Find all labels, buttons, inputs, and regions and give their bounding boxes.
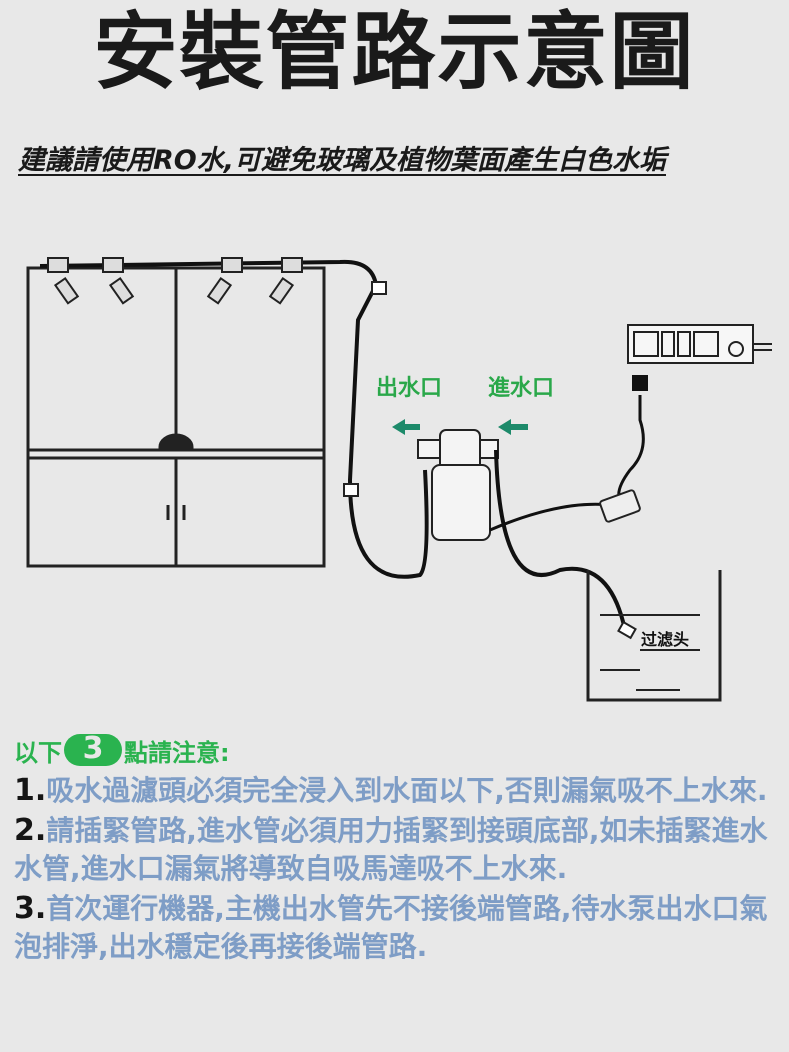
heading-number: 3 [82,731,104,766]
outlet-label: 出水口 [376,376,443,401]
water-bucket [586,570,722,702]
power-strip [627,324,772,364]
mist-pipe [39,259,429,579]
pump [417,429,499,541]
inlet-label: 進水口 [488,376,555,401]
note-text: 首次運行機器,主機出水管先不接後端管路,待水泵出水口氣泡排淨,出水穩定後再接後端… [14,892,768,963]
filter-label: 过滤头 [641,630,690,649]
note-number: 2. [14,813,47,848]
note-item-1: 1.吸水過濾頭必須完全浸入到水面以下,否則漏氣吸不上水來. [14,772,784,810]
nozzles [47,257,303,305]
power-adapter [599,489,641,523]
subtitle: 建議請使用RO水,可避免玻璃及植物葉面產生白色水垢 [18,145,666,176]
filter-head [617,620,637,640]
note-number: 3. [14,891,47,926]
note-text: 吸水過濾頭必須完全浸入到水面以下,否則漏氣吸不上水來. [46,774,768,807]
installation-diagram [26,257,772,702]
note-item-3: 3.首次運行機器,主機出水管先不接後端管路,待水泵出水口氣泡排淨,出水穩定後再接… [14,890,784,966]
power-cord [489,395,645,532]
heading-prefix: 以下 [14,738,62,767]
heading-number-badge: 3 [64,731,122,766]
note-text: 請插緊管路,進水管必須用力插緊到接頭底部,如未插緊進水水管,進水口漏氣將導致自吸… [14,814,768,885]
note-item-2: 2.請插緊管路,進水管必須用力插緊到接頭底部,如未插緊進水水管,進水口漏氣將導致… [14,812,784,888]
plug-icon [632,375,648,391]
page-title: 安裝管路示意圖 [93,3,696,101]
notes-section: 以下 3 點請注意: 1.吸水過濾頭必須完全浸入到水面以下,否則漏氣吸不上水來.… [14,730,784,966]
notes-heading: 以下 3 點請注意: [14,730,784,770]
inlet-hose [494,449,627,631]
note-number: 1. [14,773,47,808]
flow-arrows [392,419,528,435]
aquarium-cabinet [26,266,326,568]
heading-suffix: 點請注意: [124,738,230,767]
